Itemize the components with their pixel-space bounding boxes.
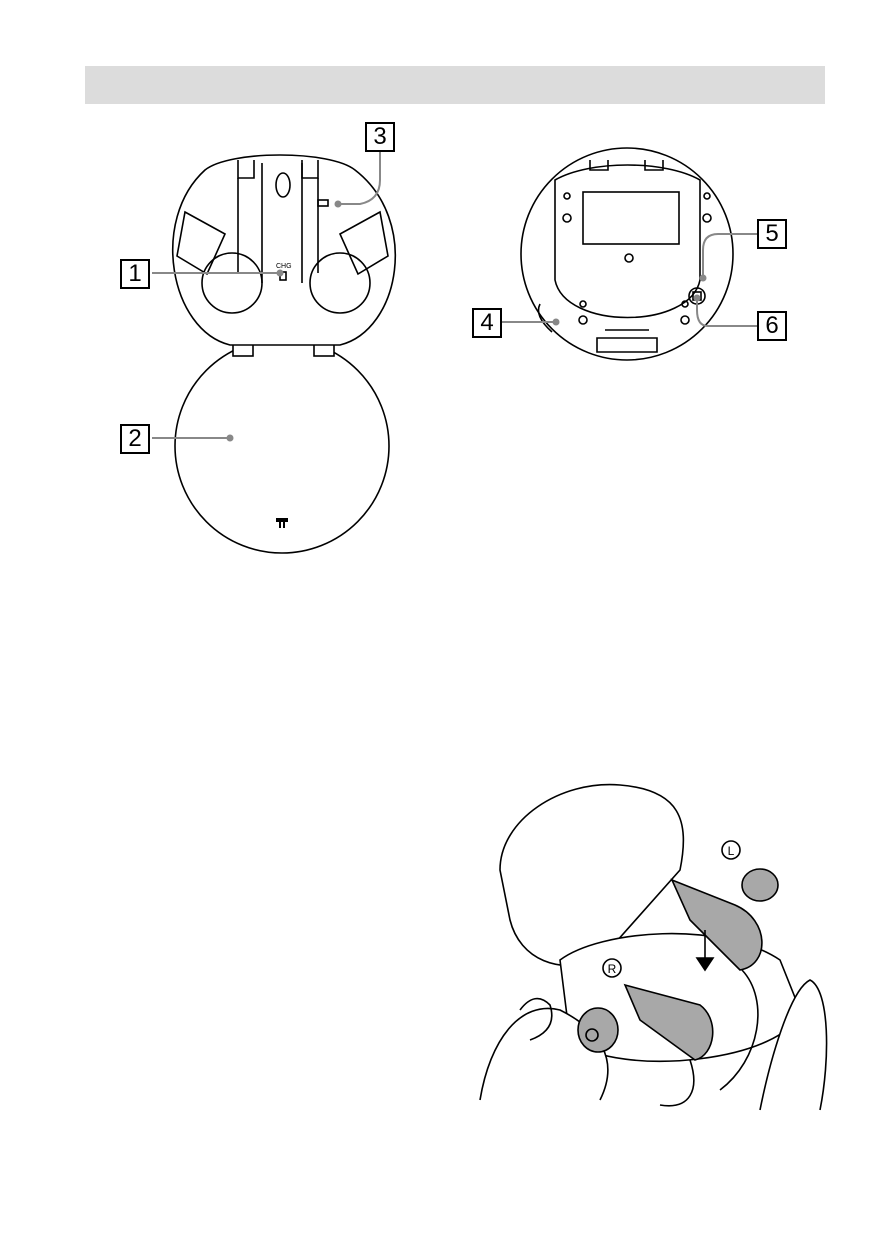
callout-2: 2 — [120, 424, 150, 454]
callout-6: 6 — [757, 311, 787, 341]
chg-label: CHG — [276, 263, 292, 270]
callout-4: 4 — [472, 308, 502, 338]
left-marker-label: L — [728, 844, 735, 858]
case-base — [173, 155, 396, 345]
right-marker-label: R — [608, 962, 617, 976]
case-front-illustration: CHG — [173, 155, 396, 553]
callout-1: 1 — [120, 259, 150, 289]
callout-5: 5 — [757, 219, 787, 249]
callout-3: 3 — [365, 122, 395, 152]
case-bottom-illustration — [521, 148, 733, 360]
insertion-illustration — [480, 785, 827, 1110]
